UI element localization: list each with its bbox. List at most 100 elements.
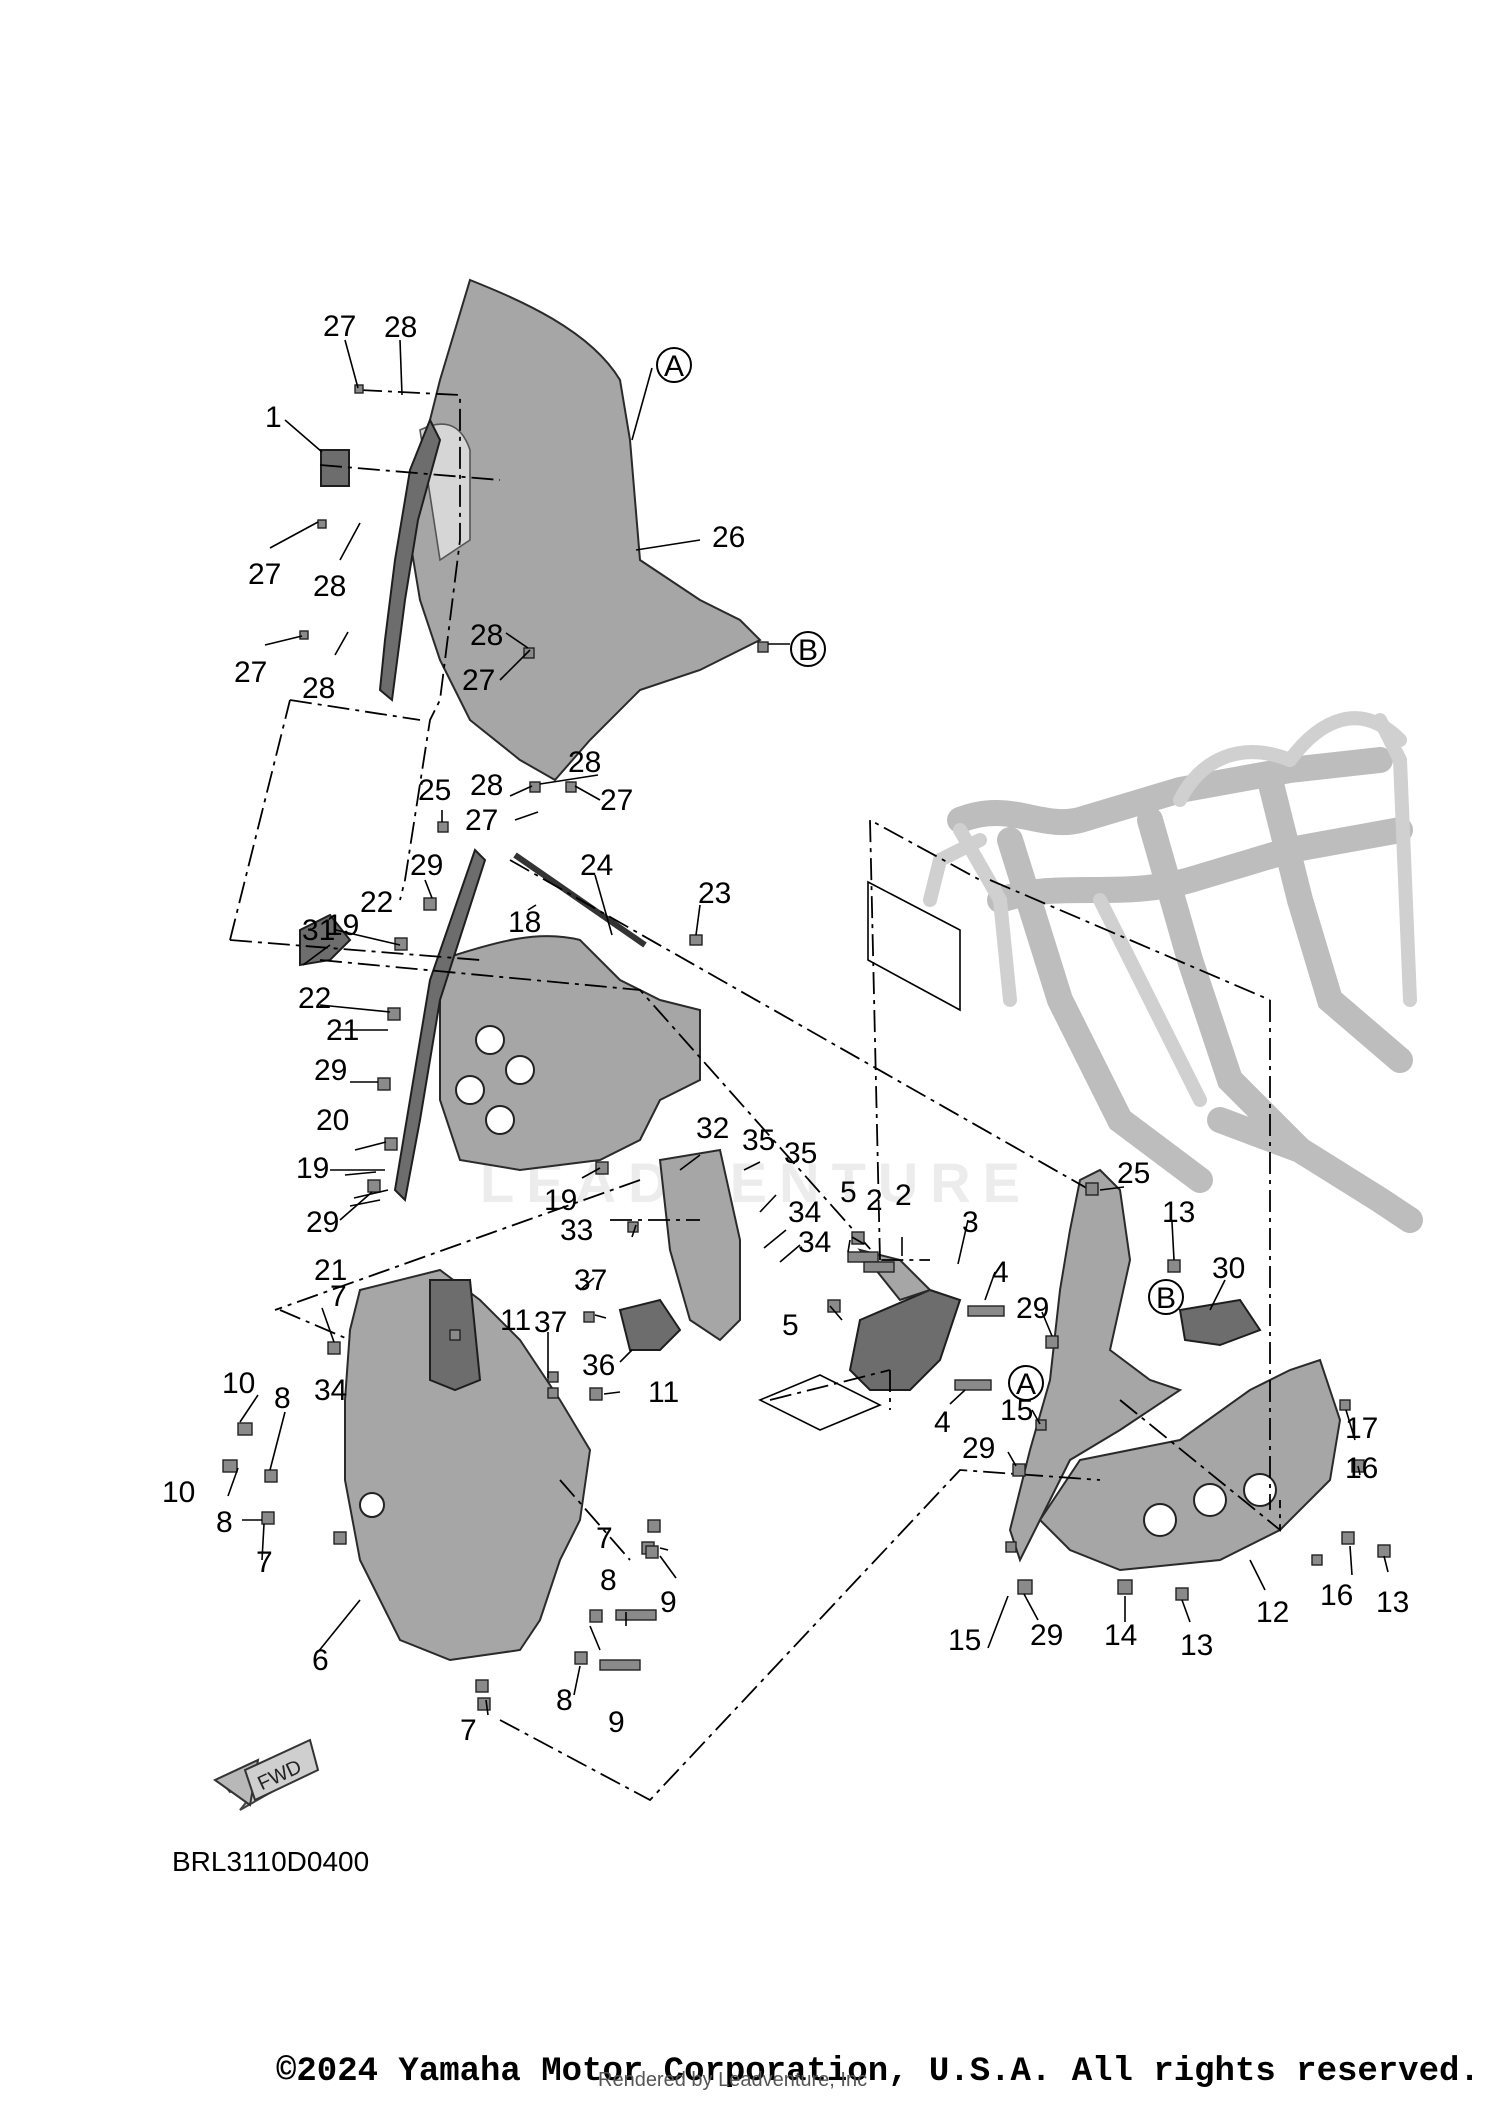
callout-20: 20: [316, 1104, 349, 1137]
callout-8: 8: [216, 1506, 233, 1539]
callout-24: 24: [580, 849, 613, 882]
callout-25: 25: [1117, 1157, 1150, 1190]
svg-text:B: B: [798, 634, 818, 667]
callout-29: 29: [962, 1432, 995, 1465]
callout-11: 11: [500, 1304, 531, 1337]
callout-22: 22: [360, 886, 393, 919]
cover-part-30: [1178, 1298, 1262, 1347]
leader-lines: [227, 339, 1389, 1716]
callout-8: 8: [556, 1684, 573, 1717]
callout-labels: 27 28 1 27 28 27 28 26 28 27 28 27 28 27…: [162, 310, 1409, 1747]
callout-27: 27: [600, 784, 633, 817]
callout-7: 7: [460, 1714, 477, 1747]
reference-marker-b-lower: B: [1148, 1279, 1184, 1315]
callout-15: 15: [948, 1624, 981, 1657]
callout-25: 25: [418, 774, 451, 807]
assembly-lines: [229, 389, 1281, 1802]
callout-2: 2: [866, 1184, 883, 1217]
callout-16: 16: [1345, 1452, 1378, 1485]
callout-27: 27: [462, 664, 495, 697]
callout-33: 33: [560, 1214, 593, 1247]
callout-34: 34: [314, 1374, 347, 1407]
forward-direction-arrow: FWD: [213, 1738, 320, 1811]
callout-26: 26: [712, 521, 745, 554]
callout-7: 7: [256, 1546, 273, 1579]
callout-28: 28: [568, 746, 601, 779]
reference-box-upper: [867, 880, 961, 1012]
callout-6: 6: [312, 1644, 329, 1677]
side-stay-frame: [1008, 1168, 1183, 1563]
callout-35: 35: [784, 1137, 817, 1170]
callout-28: 28: [313, 570, 346, 603]
callout-27: 27: [465, 804, 498, 837]
lower-bracket-part-12: [1038, 1358, 1342, 1572]
windshield-bracket-strip: [378, 417, 442, 702]
callout-14: 14: [1104, 1619, 1137, 1652]
callout-27: 27: [234, 656, 267, 689]
emblem-part-1: [320, 449, 350, 487]
callout-3: 3: [962, 1206, 979, 1239]
callout-29: 29: [1030, 1619, 1063, 1652]
callout-23: 23: [698, 877, 731, 910]
callout-13: 13: [1180, 1629, 1213, 1662]
reference-marker-a-upper: A: [656, 347, 692, 383]
callout-10: 10: [222, 1367, 255, 1400]
callout-2: 2: [895, 1179, 912, 1212]
callout-17: 17: [1345, 1412, 1378, 1445]
cover-part-32: [658, 1148, 741, 1342]
callout-19: 19: [544, 1184, 577, 1217]
reference-marker-a-lower: A: [1008, 1365, 1044, 1401]
callout-32: 32: [696, 1112, 729, 1145]
callout-8: 8: [274, 1382, 291, 1415]
diagram-code: BRL3110D0400: [172, 1846, 370, 1877]
callout-29: 29: [314, 1054, 347, 1087]
callout-16: 16: [1320, 1579, 1353, 1612]
reference-marker-b-upper: B: [790, 631, 826, 667]
callout-18: 18: [508, 906, 541, 939]
callout-8: 8: [600, 1564, 617, 1597]
cowling-stay-part-18: [439, 935, 701, 1172]
callout-12: 12: [1256, 1596, 1289, 1629]
svg-text:A: A: [664, 350, 684, 383]
callout-21: 21: [326, 1014, 359, 1047]
callout-19: 19: [296, 1152, 329, 1185]
callout-5: 5: [782, 1309, 799, 1342]
callout-29: 29: [306, 1206, 339, 1239]
callout-28: 28: [470, 769, 503, 802]
callout-19: 19: [326, 909, 359, 942]
callout-29: 29: [410, 849, 443, 882]
callout-7: 7: [596, 1522, 613, 1555]
callout-5: 5: [840, 1176, 857, 1209]
callout-30: 30: [1212, 1252, 1245, 1285]
callout-13: 13: [1376, 1586, 1409, 1619]
copyright-notice: ©2024 Yamaha Motor Corporation, U.S.A. A…: [276, 2053, 1480, 2091]
callout-27: 27: [248, 558, 281, 591]
callout-11: 11: [648, 1376, 679, 1409]
bracket-part-31: [299, 913, 352, 967]
motorcycle-frame-ghost: [923, 711, 1423, 1233]
svg-text:A: A: [1016, 1368, 1036, 1401]
callout-1: 1: [265, 401, 282, 434]
callout-9: 9: [660, 1586, 677, 1619]
callout-7: 7: [330, 1280, 347, 1313]
callout-28: 28: [470, 619, 503, 652]
fasteners: [222, 384, 1391, 1711]
callout-27: 27: [323, 310, 356, 343]
callout-10: 10: [162, 1476, 195, 1509]
callout-21: 21: [314, 1254, 347, 1287]
callout-13: 13: [1162, 1196, 1195, 1229]
callout-35: 35: [742, 1124, 775, 1157]
bracket-part-36: [618, 1298, 682, 1351]
stay-arm: [393, 848, 487, 1203]
callout-4: 4: [934, 1406, 951, 1439]
callout-28: 28: [302, 672, 335, 705]
callout-9: 9: [608, 1706, 625, 1739]
callout-28: 28: [384, 311, 417, 344]
callout-31: 31: [302, 914, 335, 947]
rendered-by-watermark: Rendered by Leadventure, Inc: [598, 2069, 868, 2091]
callout-29: 29: [1016, 1292, 1049, 1325]
svg-text:B: B: [1156, 1282, 1176, 1315]
callout-34: 34: [788, 1196, 821, 1229]
windshield-part-26: [408, 278, 762, 782]
